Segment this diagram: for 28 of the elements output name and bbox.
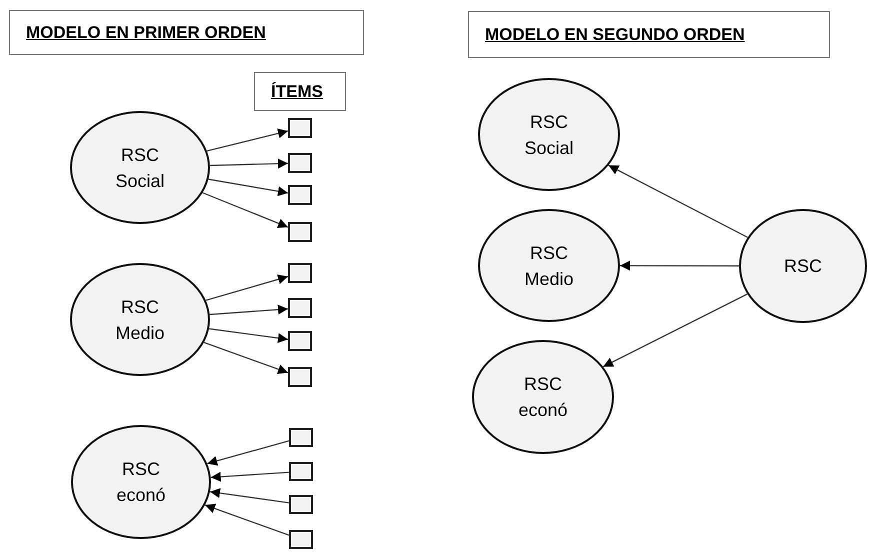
heading-text: MODELO EN PRIMER ORDEN (26, 22, 266, 44)
heading-text: ÍTEMS (271, 80, 323, 103)
arrow (207, 440, 290, 466)
arrow (204, 504, 290, 536)
node-label: RSC econó (115, 458, 167, 507)
heading-text: MODELO EN SEGUNDO ORDEN (485, 24, 745, 46)
arrow (602, 294, 748, 368)
node-label: RSC Social (523, 110, 575, 160)
arrow (620, 260, 739, 271)
arrow (210, 304, 288, 316)
arrow (210, 158, 288, 169)
node-label: RSC Medio (114, 296, 166, 344)
heading-box (9, 10, 364, 55)
heading-box (468, 11, 830, 58)
arrow (208, 328, 288, 343)
node-label: RSC econó (517, 373, 569, 422)
arrow (210, 488, 290, 504)
arrow (204, 342, 288, 374)
arrow (210, 472, 290, 482)
node-label: RSC (782, 255, 823, 278)
arrow (208, 178, 288, 196)
heading-box (254, 72, 346, 111)
node-label: RSC Medio (523, 242, 575, 290)
arrow (608, 164, 748, 238)
node-label: RSC Social (114, 144, 166, 192)
arrow (206, 274, 288, 301)
arrow (202, 192, 288, 228)
arrow (206, 128, 288, 152)
